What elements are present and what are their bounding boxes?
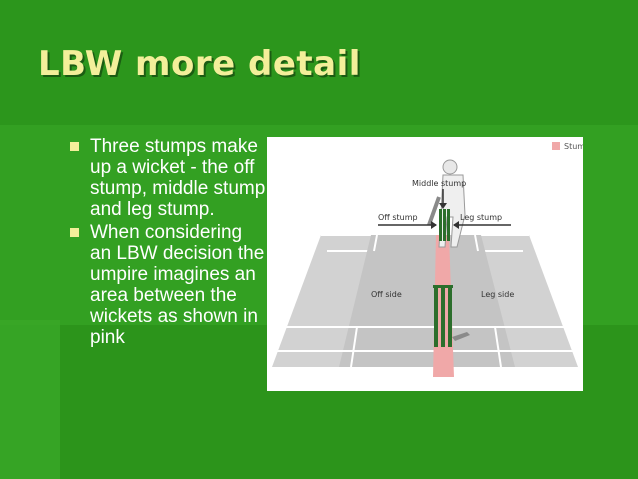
return-crease xyxy=(373,234,378,252)
legend-label: Stump line xyxy=(564,142,583,151)
leg-side-label: Leg side xyxy=(481,290,514,299)
bullet-text: Three stumps make up a wicket - the off … xyxy=(90,136,266,220)
bullet-square-icon xyxy=(70,228,79,237)
off-side-label: Off side xyxy=(371,290,402,299)
wicket-near xyxy=(433,285,470,347)
return-crease xyxy=(494,326,502,368)
background-band-top xyxy=(0,0,638,125)
bullet-list: Three stumps make up a wicket - the off … xyxy=(68,136,268,350)
lbw-diagram: Stump line Middle stump xyxy=(267,137,607,391)
return-crease xyxy=(474,234,479,252)
legend-swatch xyxy=(552,142,560,150)
arrow-head-icon xyxy=(439,203,447,209)
bullet-text: When considering an LBW decision the ump… xyxy=(90,222,265,348)
bullet-item: Three stumps make up a wicket - the off … xyxy=(68,136,268,220)
bullet-item: When considering an LBW decision the ump… xyxy=(68,222,268,348)
slide-title: LBW more detail xyxy=(38,44,361,84)
pitch-strip xyxy=(339,235,515,367)
return-crease xyxy=(350,326,358,368)
background-accent xyxy=(0,320,60,479)
middle-stump-label: Middle stump xyxy=(412,179,466,188)
off-stump-label: Off stump xyxy=(378,213,418,222)
arrow-head-icon xyxy=(453,221,459,229)
arrow-head-icon xyxy=(431,221,437,229)
leg-stump-label: Leg stump xyxy=(460,213,502,222)
bullet-square-icon xyxy=(70,142,79,151)
wicket-far xyxy=(439,209,450,241)
pitch-diagram-svg: Stump line Middle stump xyxy=(272,142,607,377)
